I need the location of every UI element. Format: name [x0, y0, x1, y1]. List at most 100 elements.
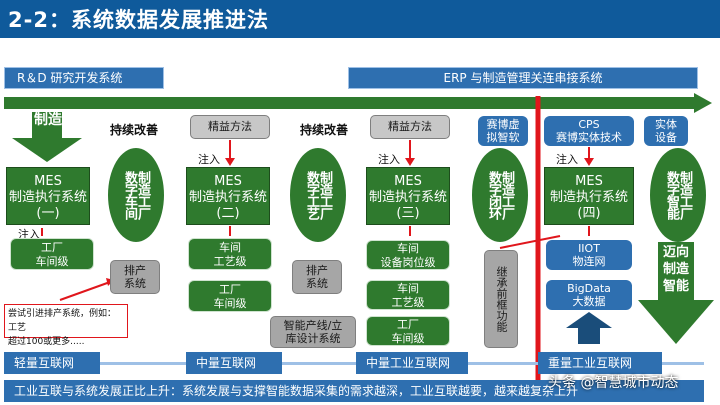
- mes-1-line-2: 制造执行系统: [8, 190, 87, 205]
- smart-line-1: 智能产线/立: [283, 319, 343, 332]
- ellipse-1-col-1: 数字车间: [122, 171, 137, 219]
- cyber-soft-line-2: 拟智软: [486, 131, 520, 144]
- timeline-light: 轻量互联网: [4, 352, 100, 374]
- mes-2-line-2: 制造执行系统: [188, 190, 267, 205]
- mes-1-line-1: MES: [34, 174, 62, 189]
- manufacture-down-arrow-icon: [12, 112, 82, 162]
- col3-b-line-2: 工艺级: [391, 296, 425, 309]
- inherit-label: 继承前框功能: [495, 266, 508, 332]
- mes-4-line-3: (四): [577, 206, 601, 221]
- col3-c-line-2: 车间级: [391, 332, 425, 345]
- mes-3-line-2: 制造执行系统: [368, 190, 447, 205]
- entity-line-1: 实体: [655, 118, 677, 131]
- inject-label-3: 注入: [378, 153, 400, 166]
- mes-box-4: MES 制造执行系统 (四): [544, 167, 634, 225]
- rd-system-label: R＆D 研究开发系统: [17, 71, 123, 85]
- col3-b-line-1: 车间: [397, 282, 419, 295]
- mes-2-line-3: (二): [216, 206, 240, 221]
- ellipse-4-col-2: 制造工厂: [677, 171, 692, 219]
- factory-1-line-1: 工厂: [41, 241, 63, 254]
- schedule-1-line-2: 系统: [124, 277, 146, 290]
- mes-box-3: MES 制造执行系统 (三): [366, 167, 450, 225]
- col3-a-line-1: 车间: [397, 242, 419, 255]
- col2-b-line-1: 工厂: [219, 283, 241, 296]
- page-title: 2-2：系统数据发展推进法: [8, 8, 269, 32]
- factory-workshop-box-1: 工厂 车间级: [10, 238, 94, 270]
- mes-3-line-3: (三): [396, 206, 420, 221]
- ellipse-3-col-1: 数字闭环: [486, 171, 501, 219]
- digital-process-ellipse: 数字工艺 制造工厂: [290, 148, 346, 242]
- schedule-2-line-1: 排产: [306, 264, 328, 277]
- iiot-box: IIOT 物连网: [546, 240, 632, 270]
- iiot-line-2: 物连网: [572, 255, 606, 268]
- col2-b-line-2: 车间级: [213, 297, 247, 310]
- improve-label-2: 持续改善: [300, 123, 349, 137]
- col3-a-line-2: 设备岗位级: [380, 256, 436, 269]
- workshop-process-box-3: 车间 工艺级: [366, 280, 450, 310]
- inherit-previous-box: 继承前框功能: [484, 250, 518, 348]
- cps-line-1: CPS: [578, 118, 600, 131]
- entity-line-2: 设备: [655, 131, 677, 144]
- col2-a-line-2: 工艺级: [213, 255, 247, 268]
- cyber-soft-box: 赛博虚 拟智软: [478, 116, 528, 146]
- digital-intelligence-ellipse: 数字智能 制造工厂: [650, 148, 706, 242]
- lean-method-box-1: 精益方法: [190, 115, 270, 139]
- mes-box-1: MES 制造执行系统 (一): [6, 167, 90, 225]
- lean-method-label-2: 精益方法: [388, 120, 432, 133]
- bottom-summary-tail: 要，越来越复杂上升: [470, 384, 579, 398]
- inject-label-4: 注入: [556, 153, 578, 166]
- ellipse-2-col-2: 制造工厂: [317, 171, 332, 219]
- lean-method-box-2: 精益方法: [370, 115, 450, 139]
- timeline-heavy-industrial-label: 重量工业互联网: [548, 356, 633, 370]
- timeline-line: [4, 362, 704, 365]
- ellipse-4-col-1: 数字智能: [664, 171, 679, 219]
- progress-arrow-icon: [4, 93, 712, 113]
- bigdata-line-2: 大数据: [572, 295, 606, 308]
- digital-loop-ellipse: 数字闭环 制造工厂: [472, 148, 528, 242]
- ellipse-2-col-1: 数字工艺: [304, 171, 319, 219]
- entity-device-box: 实体 设备: [644, 116, 688, 146]
- timeline-heavy-industrial: 重量工业互联网: [538, 352, 662, 374]
- bigdata-line-1: BigData: [567, 282, 611, 295]
- rd-system-bar: R＆D 研究开发系统: [4, 67, 164, 89]
- ellipse-1-col-2: 制造工厂: [135, 171, 150, 219]
- col3-c-line-1: 工厂: [397, 318, 419, 331]
- bottom-summary-bar: 工业互联与系统发展正比上升：系统发展与支撑智能数据采集的需求越深，工业互联越要，…: [4, 380, 704, 402]
- upload-arrow-icon: [566, 312, 612, 344]
- erp-system-label: ERP 与制造管理关连串接系统: [443, 71, 603, 85]
- timeline-medium-label: 中量互联网: [196, 356, 257, 370]
- mes-box-2: MES 制造执行系统 (二): [186, 167, 270, 225]
- goal-line-1: 迈向: [662, 245, 689, 260]
- mes-4-line-1: MES: [575, 174, 603, 189]
- lean-method-label-1: 精益方法: [208, 120, 252, 133]
- ellipse-3-col-2: 制造工厂: [499, 171, 514, 219]
- mes-1-line-3: (一): [36, 206, 60, 221]
- mes-3-line-1: MES: [394, 174, 422, 189]
- mes-4-line-2: 制造执行系统: [549, 190, 628, 205]
- scheduling-system-box-2: 排产 系统: [292, 260, 342, 294]
- goal-label: 迈向 制造 智能: [658, 244, 694, 295]
- iiot-line-1: IIOT: [578, 242, 600, 255]
- mes-2-line-1: MES: [214, 174, 242, 189]
- bottom-summary-text: 工业互联与系统发展正比上升：系统发展与支撑智能数据采集的需求越深，工业互联越: [14, 384, 471, 398]
- header-bar: 2-2：系统数据发展推进法: [0, 0, 720, 38]
- cps-box: CPS 赛博实体技术: [544, 116, 634, 146]
- note-box: 尝试引进排产系统，例如：工艺 超过100或更多.....: [4, 304, 128, 347]
- goal-line-3: 智能: [662, 279, 689, 294]
- goal-line-2: 制造: [662, 262, 689, 277]
- cps-line-2: 赛博实体技术: [556, 131, 622, 144]
- inject-label-2: 注入: [198, 153, 220, 166]
- timeline-medium: 中量互联网: [186, 352, 282, 374]
- workshop-process-box-2: 车间 工艺级: [188, 238, 272, 270]
- timeline-light-label: 轻量互联网: [14, 356, 75, 370]
- manufacture-label: 制造: [34, 112, 62, 128]
- smart-line-design-box: 智能产线/立 库设计系统: [270, 316, 356, 348]
- timeline-medium-industrial-label: 中量工业互联网: [366, 356, 451, 370]
- workshop-device-box-3: 车间 设备岗位级: [366, 240, 450, 270]
- col2-a-line-1: 车间: [219, 241, 241, 254]
- factory-workshop-box-2: 工厂 车间级: [188, 280, 272, 312]
- note-line-1: 尝试引进排产系统，例如：工艺: [8, 309, 117, 333]
- factory-workshop-box-3: 工厂 车间级: [366, 316, 450, 346]
- goal-down-arrow-icon: [638, 242, 714, 344]
